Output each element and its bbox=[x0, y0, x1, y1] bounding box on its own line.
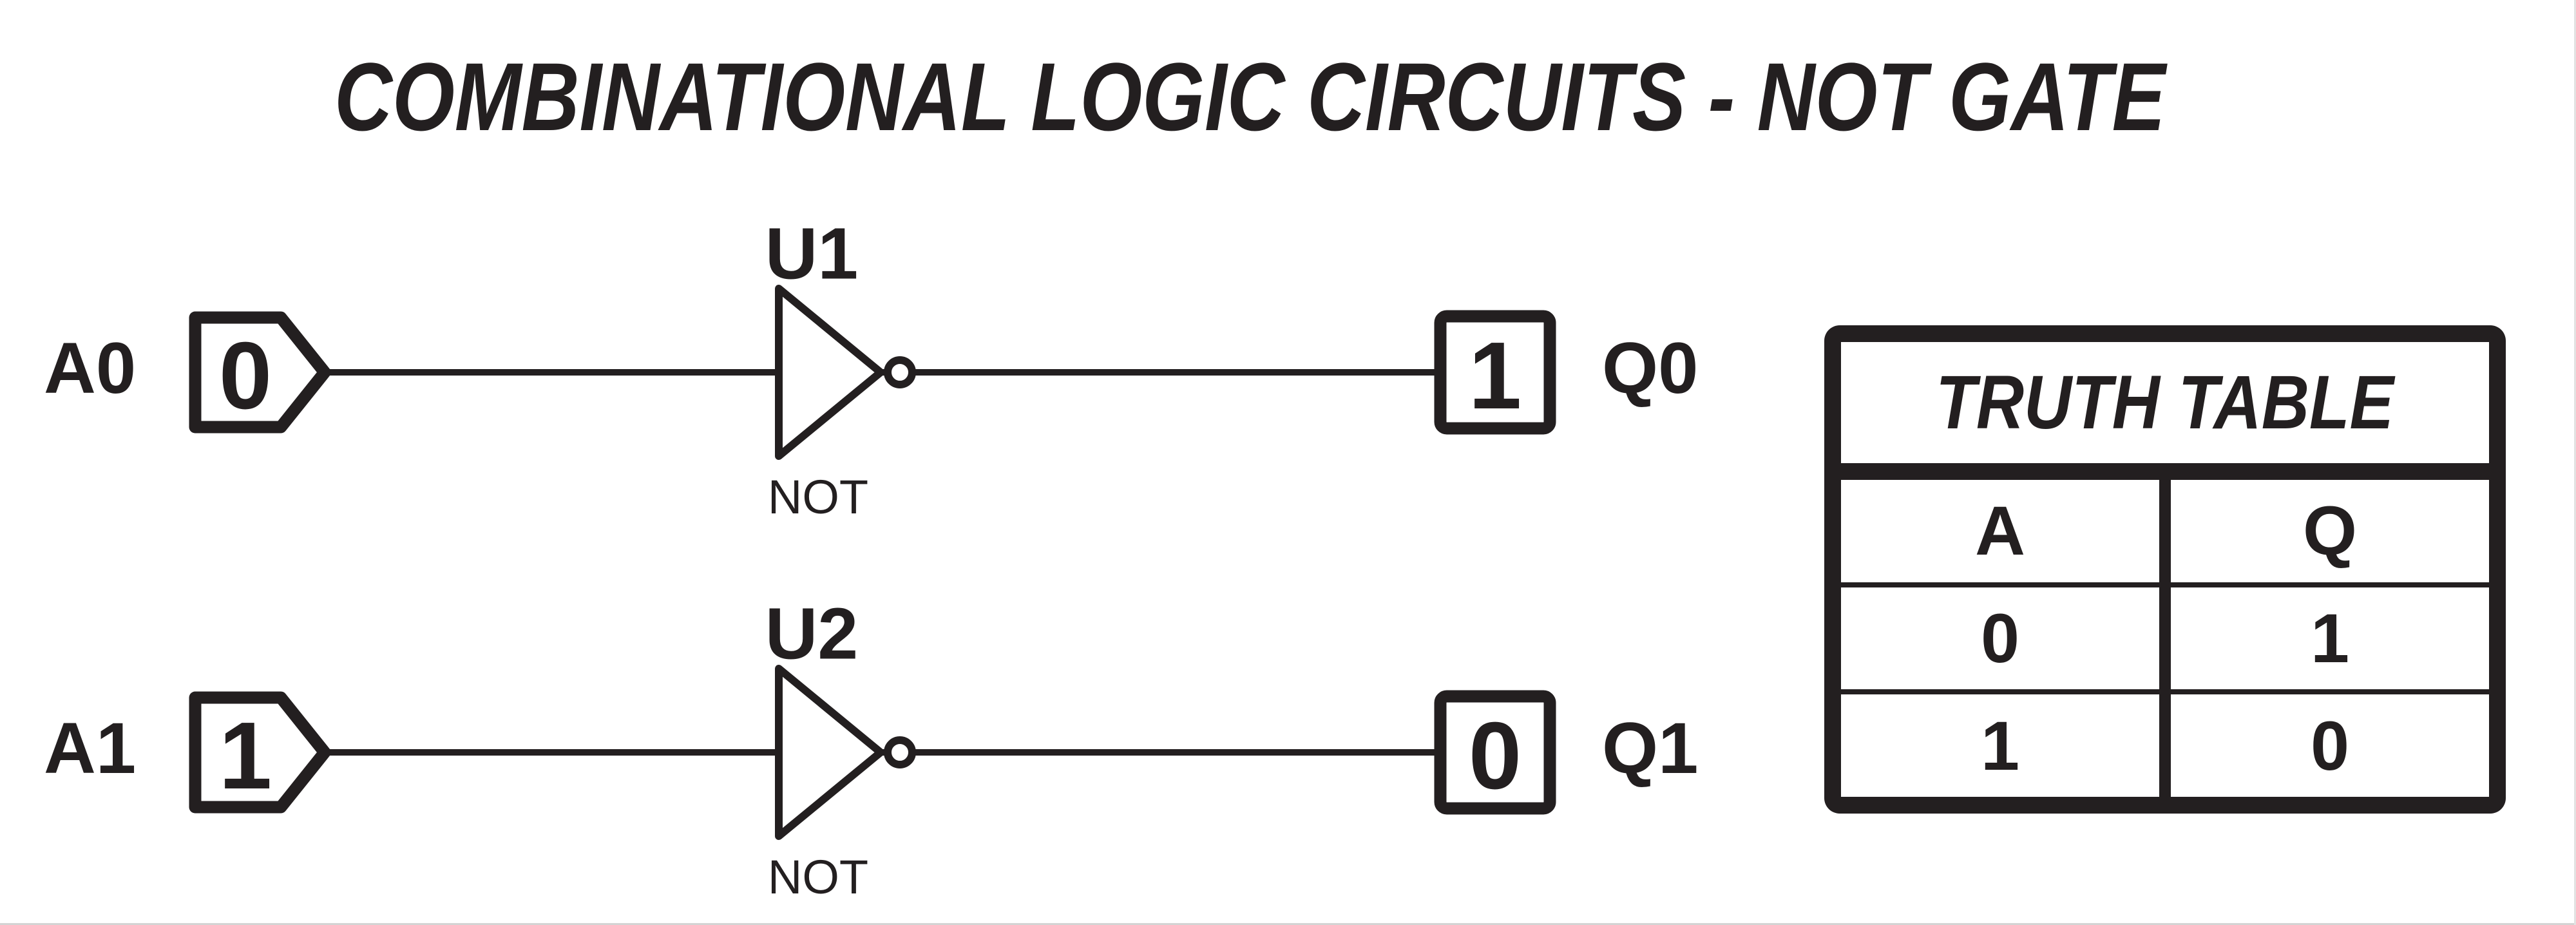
truth-table-cell-q-row2: 0 bbox=[2310, 706, 2350, 785]
output-pin-label-q1: Q1 bbox=[1602, 708, 1699, 788]
bottom-edge-line bbox=[0, 923, 2576, 925]
truth-table-cell-a-row2: 1 bbox=[1980, 706, 2020, 785]
input-value-a1: 1 bbox=[218, 703, 272, 809]
truth-table-column-header-q: Q bbox=[2302, 491, 2357, 570]
truth-table-row-divider bbox=[2171, 582, 2489, 587]
output-value-q1: 0 bbox=[1468, 703, 1522, 809]
truth-table: TRUTH TABLE A 0 1 Q 1 0 bbox=[1824, 325, 2506, 814]
truth-table-title: TRUTH TABLE bbox=[1936, 360, 2394, 445]
gate-reference-u1: U1 bbox=[765, 213, 859, 294]
gate-type-label-u2: NOT bbox=[767, 850, 869, 904]
input-connector-a1 bbox=[189, 691, 331, 814]
truth-table-column-q: Q 1 0 bbox=[2171, 480, 2489, 797]
input-pin-label-a1: A1 bbox=[44, 708, 137, 788]
truth-table-column-a: A 0 1 bbox=[1841, 480, 2159, 797]
gate-type-label-u1: NOT bbox=[767, 470, 869, 524]
output-connector-q0 bbox=[1434, 310, 1556, 435]
not-gate-u1-triangle bbox=[775, 285, 884, 460]
truth-table-column-divider bbox=[2159, 480, 2171, 797]
output-pin-label-q0: Q0 bbox=[1602, 328, 1699, 408]
input-pin-label-a0: A0 bbox=[44, 328, 137, 408]
truth-table-column-header-a: A bbox=[1975, 491, 2025, 570]
truth-table-body: A 0 1 Q 1 0 bbox=[1841, 480, 2489, 797]
gate-reference-u2: U2 bbox=[765, 593, 859, 674]
truth-table-header: TRUTH TABLE bbox=[1841, 342, 2489, 480]
not-gate-u1-inversion-bubble bbox=[884, 356, 916, 388]
truth-table-row-divider bbox=[1841, 689, 2159, 695]
truth-table-cell-q-row1: 1 bbox=[2310, 599, 2350, 677]
input-value-a0: 0 bbox=[218, 323, 272, 429]
not-gate-u2-triangle bbox=[775, 665, 884, 840]
truth-table-row-divider bbox=[2171, 689, 2489, 695]
right-edge-line bbox=[2574, 0, 2576, 925]
truth-table-cell-a-row1: 0 bbox=[1980, 599, 2020, 677]
not-gate-u2-inversion-bubble bbox=[884, 736, 916, 768]
truth-table-row-divider bbox=[1841, 582, 2159, 587]
page-title-row: COMBINATIONAL LOGIC CIRCUITS - NOT GATE bbox=[0, 48, 2499, 145]
output-value-q0: 1 bbox=[1468, 323, 1522, 429]
page-title: COMBINATIONAL LOGIC CIRCUITS - NOT GATE bbox=[334, 43, 2166, 151]
output-connector-q1 bbox=[1434, 690, 1556, 815]
input-connector-a0 bbox=[189, 311, 331, 434]
